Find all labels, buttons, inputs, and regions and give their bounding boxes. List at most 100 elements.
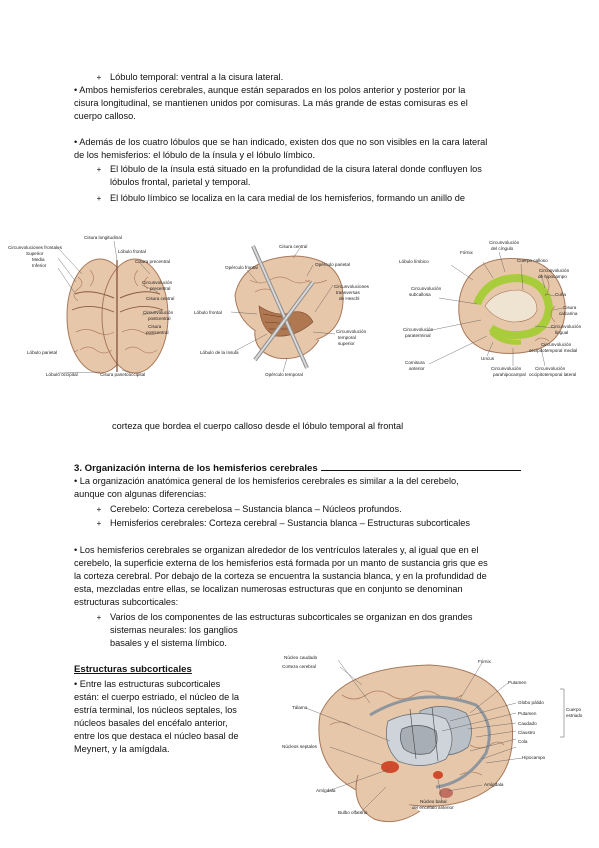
label-cisura-central: Cisura central	[146, 296, 175, 301]
bullet-limbico: +El lóbulo límbico se localiza en la car…	[96, 193, 465, 203]
label-circ-temporal-superior-3: superior	[338, 341, 355, 346]
paragraph-line: • Los hemisferios cerebrales se organiza…	[74, 545, 479, 555]
paragraph-line: aunque con algunas diferencias:	[74, 489, 207, 499]
label-amigdala-right: Amígdala	[484, 782, 504, 787]
label-cisura-precentral: Cisura precentral	[135, 259, 170, 264]
label-lobulo-parietal: Lóbulo parietal	[27, 350, 58, 355]
label-circ-lingual-2: lingual	[555, 330, 569, 335]
label-circ-parahipocampal: Circunvolución	[491, 366, 522, 371]
label-cola: Cola	[518, 739, 528, 744]
label-fornix: Fórnix	[460, 250, 473, 255]
label-comisura-anterior: Comisura	[405, 360, 425, 365]
paragraph-line: cisura longitudinal, se mantienen unidos…	[74, 98, 468, 108]
subsection-heading: Estructuras subcorticales	[74, 664, 192, 675]
label-nucleo-caudado: Núcleo caudado	[284, 655, 318, 660]
paragraph-line: estructuras subcorticales:	[74, 597, 179, 607]
label-cuerpo-estriado: Cuerpo	[566, 707, 582, 712]
label-operculo-parietal: Opérculo parietal	[315, 262, 350, 267]
label-circ-temporal-superior-2: temporal	[338, 335, 356, 340]
label-nucleo-basal-2: del encéfalo anterior	[412, 805, 454, 810]
figure-caption: corteza que bordea el cuerpo calloso des…	[112, 421, 404, 431]
label-circ-transversas-2: transversas	[336, 290, 360, 295]
label-lobulo-frontal-2: Lóbulo frontal	[194, 310, 222, 315]
label-claustro: Claustro	[518, 730, 536, 735]
bullet-lobulo-temporal: +Lóbulo temporal: ventral a la cisura la…	[96, 72, 284, 82]
label-putamen-2: Putamen	[518, 711, 537, 716]
label-lobulo-frontal: Lóbulo frontal	[118, 249, 146, 254]
label-putamen: Putamen	[508, 680, 527, 685]
paragraph-line: núcleos basales del encéfalo anterior,	[74, 718, 228, 728]
label-circ-transversas-3: de Heschl	[339, 296, 360, 301]
label-circ-paraterminal: Circunvolución	[403, 327, 434, 332]
bullet-insula: +El lóbulo de la ínsula está situado en …	[96, 164, 482, 174]
paragraph-line: • La organización anatómica general de l…	[74, 476, 459, 486]
label-cuerpo-calloso: Cuerpo calloso	[517, 258, 548, 263]
label-circ-temporal-superior: Circunvolución	[336, 329, 367, 334]
paragraph-line: • Además de los cuatro lóbulos que se ha…	[74, 137, 488, 147]
label-circ-transversas: Circunvoluciones	[334, 284, 369, 289]
label-lobulo-limbico: Lóbulo límbico	[399, 259, 429, 264]
label-cisura-postcentral: Cisura	[148, 324, 162, 329]
paragraph-line: esta, mezcladas entre ellas, se localiza…	[74, 584, 463, 594]
label-cisura-parietooccipital: Cisura parietooccipital	[100, 372, 146, 377]
label-circ-hipocampo: Circunvolución	[539, 268, 570, 273]
label-media: Media	[32, 257, 45, 262]
label-circ-frontales: Circunvoluciones frontales	[8, 245, 62, 250]
label-circ-precentral-2: precentral	[150, 286, 171, 291]
paragraph-line: la corteza cerebral. Por debajo de la co…	[74, 571, 487, 581]
label-circ-lingual: Circunvolución	[551, 324, 582, 329]
label-circ-paraterminal-2: paraterminal	[405, 333, 431, 338]
paragraph-line: • Ambos hemisferios cerebrales, aunque e…	[74, 85, 466, 95]
brain-lateral-illustration	[230, 245, 344, 373]
label-globo-palido: Globo pálido	[518, 700, 544, 705]
label-circ-postcentral-2: postcentral	[148, 316, 171, 321]
paragraph-line: entre los que destaca el núcleo basal de	[74, 731, 239, 741]
label-uncus: Uncus	[481, 356, 495, 361]
label-superior: Superior	[26, 251, 44, 256]
label-talamo: Tálamo	[292, 705, 308, 710]
label-corteza-cerebral: Corteza cerebral	[282, 664, 316, 669]
label-circ-postcentral: Circunvolución	[143, 310, 174, 315]
label-lobulo-occipital: Lóbulo occipital	[46, 372, 78, 377]
bullet-componentes: +Varios de los componentes de las estruc…	[96, 612, 473, 622]
label-cuna: Cuña	[555, 292, 566, 297]
paragraph-line: Meynert, y la amígdala.	[74, 744, 170, 754]
figure-brain-medial-limbic: Lóbulo límbico Fórnix Circunvolución del…	[395, 236, 595, 391]
label-caudado: Caudado	[518, 721, 537, 726]
label-cisura-calcarina: Cisura	[563, 305, 577, 310]
paragraph-line: estría terminal, los núcleos septales, l…	[74, 705, 237, 715]
figure-brain-lateral-insula: Cisura central Opérculo frontal Opérculo…	[194, 240, 385, 390]
label-fornix-2: Fórnix	[478, 659, 491, 664]
label-amigdala-left: Amígdala	[316, 788, 336, 793]
brain-medial-illustration	[426, 251, 566, 367]
label-operculo-frontal: Opérculo frontal	[225, 265, 258, 270]
label-circ-subcallosa: Circunvolución	[411, 286, 442, 291]
paragraph-line: • Entre las estructuras subcorticales	[74, 679, 221, 689]
label-circ-occ-lateral: Circunvolución	[535, 366, 566, 371]
bullet-hemisferios: +Hemisferios cerebrales: Corteza cerebra…	[96, 518, 471, 528]
figure-brain-superior: Cisura longitudinal Circunvoluciones fro…	[8, 232, 210, 392]
label-inferior: Inferior	[32, 263, 47, 268]
subcortical-illustration	[305, 659, 565, 823]
label-lobulo-insula: Lóbulo de la ínsula	[200, 350, 239, 355]
label-circ-precentral: Circunvolución	[142, 280, 173, 285]
label-cisura-central-2: Cisura central	[279, 244, 308, 249]
bullet-insula-cont: lóbulos frontal, parietal y temporal.	[110, 177, 251, 187]
label-hipocampo: Hipocampo	[522, 755, 546, 760]
heading-underline	[320, 461, 521, 471]
label-cisura-calcarina-2: calcarina	[559, 311, 578, 316]
bullet-cerebelo: +Cerebelo: Corteza cerebelosa – Sustanci…	[96, 504, 402, 514]
paragraph-line: cerebelo, la superficie externa de los h…	[74, 558, 488, 568]
label-cuerpo-estriado-2: estriado	[566, 713, 583, 718]
section-heading: 3. Organización interna de los hemisferi…	[74, 461, 521, 474]
label-cisura-postcentral-2: postcentral	[146, 330, 169, 335]
label-nucleos-septales: Núcleos septales	[282, 744, 317, 749]
label-circ-cingulo: Circunvolución	[489, 240, 520, 245]
paragraph-line: están: el cuerpo estriado, el núcleo de …	[74, 692, 239, 702]
label-cisura-longitudinal: Cisura longitudinal	[84, 235, 122, 240]
label-operculo-temporal: Opérculo temporal	[265, 372, 303, 377]
label-circ-occ-medial: Circunvolución	[541, 342, 572, 347]
brain-superior-illustration	[57, 240, 169, 374]
bullet-componentes-cont: sistemas neurales: los ganglios	[110, 625, 238, 635]
